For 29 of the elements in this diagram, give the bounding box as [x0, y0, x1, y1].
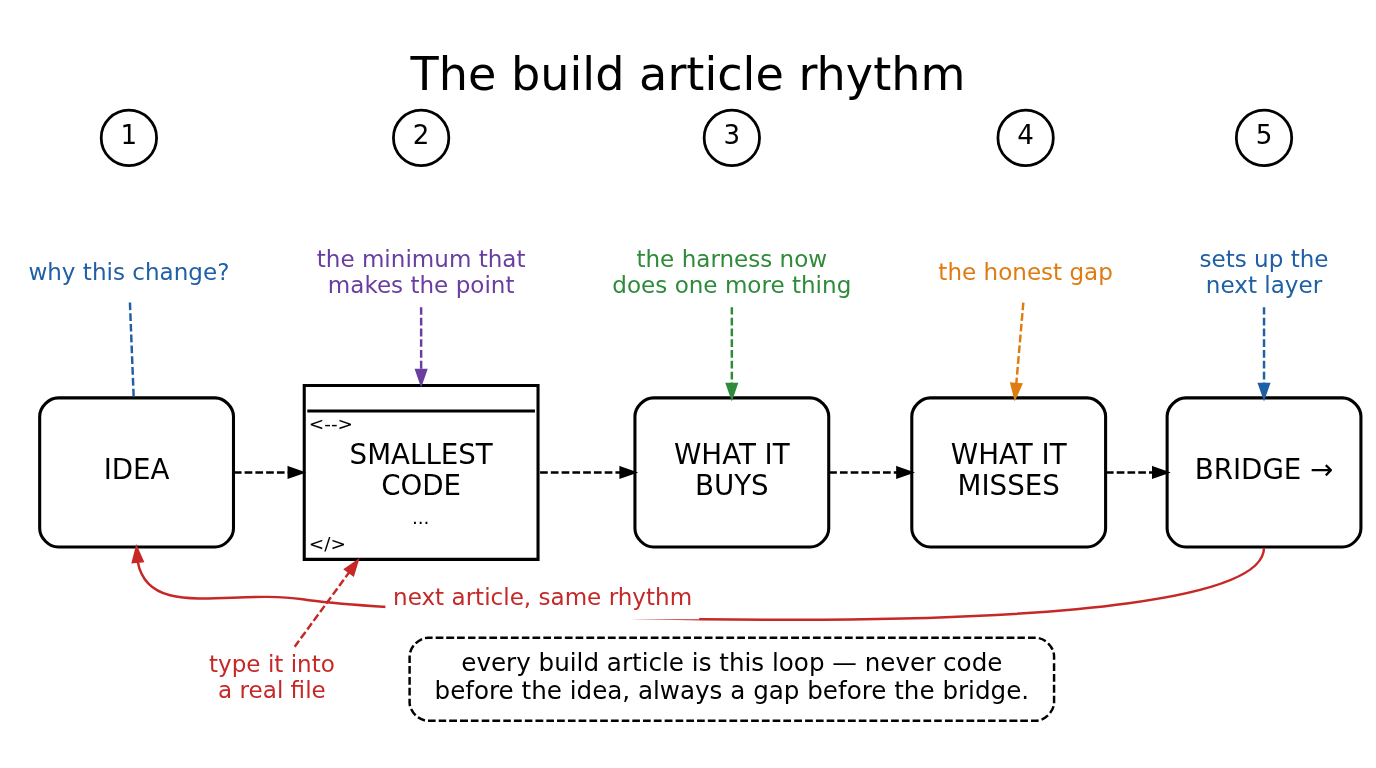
edge-label: next article, same rhythm — [393, 583, 693, 610]
node-text: sets up the next layer — [1199, 246, 1329, 299]
node-box: every build article is this loop — never code before the idea, always a gap before the bridge. — [408, 636, 1056, 723]
node-text: why this change? — [28, 259, 230, 286]
arrow — [1009, 302, 1025, 402]
connector — [128, 302, 135, 398]
node-box: <--> SMALLEST CODE ... </> — [302, 384, 540, 561]
diagram-title: The build article rhythm — [410, 47, 966, 102]
node-text: the harness now does one more thing — [612, 246, 852, 299]
node-text: the minimum that makes the point — [316, 246, 526, 299]
arrow — [1257, 307, 1271, 402]
node-box: WHAT IT BUYS — [633, 396, 831, 549]
arrow — [293, 558, 360, 648]
arrow — [414, 307, 428, 388]
arrow — [725, 307, 739, 402]
node-box: WHAT IT MISSES — [910, 396, 1108, 549]
node-box: IDEA — [38, 396, 236, 549]
node-circle: 4 — [996, 108, 1055, 167]
arrow — [829, 465, 915, 480]
node-circle: 2 — [392, 108, 451, 167]
node-box: BRIDGE → — [1165, 396, 1363, 549]
node-text: type it into a real file — [209, 650, 335, 703]
node-circle: 3 — [702, 108, 761, 167]
arrow — [540, 465, 639, 480]
node-circle: 1 — [99, 108, 158, 167]
arrow — [1105, 465, 1171, 480]
node-text: the honest gap — [938, 259, 1113, 286]
arrow — [233, 465, 307, 480]
node-circle: 5 — [1234, 108, 1294, 167]
